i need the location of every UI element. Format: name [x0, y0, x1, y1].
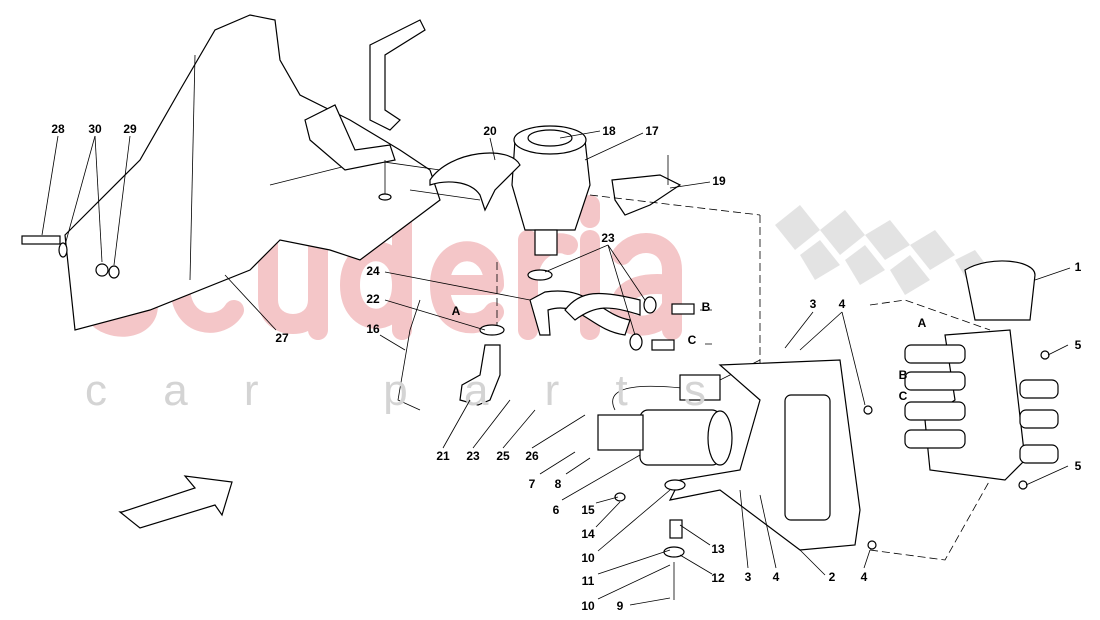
- callout: 13: [711, 542, 725, 556]
- relay-connector: [679, 374, 721, 401]
- flow-letter-b: B: [702, 300, 711, 314]
- callout: 14: [581, 527, 595, 541]
- callout: 26: [525, 449, 539, 463]
- pump-motor: [597, 359, 761, 466]
- callout: 18: [602, 124, 616, 138]
- callout: 29: [123, 122, 137, 136]
- leader-lines: [41, 130, 1071, 606]
- flow-letter-c-right: C: [899, 389, 908, 403]
- heat-shield-panel: [64, 14, 441, 331]
- flow-letter-b-right: B: [899, 368, 908, 382]
- fluid-reservoir: [511, 125, 591, 256]
- callout: 30: [88, 122, 102, 136]
- callout-labels: 28 30 29 20 18 17 19 1 23 24 22 16 3 4 5…: [51, 122, 1081, 613]
- callout: 12: [711, 571, 725, 585]
- callout: 10: [581, 599, 595, 613]
- callout: 11: [582, 574, 595, 588]
- callout: 8: [555, 477, 562, 491]
- callout: 6: [553, 503, 560, 517]
- reservoir-clamp: [429, 152, 521, 212]
- callout: 10: [581, 551, 595, 565]
- callout: 23: [466, 449, 480, 463]
- callout: 3: [745, 570, 752, 584]
- callout: 4: [861, 570, 868, 584]
- callout: 4: [839, 297, 846, 311]
- callout: 16: [366, 322, 380, 336]
- callout: 3: [810, 297, 817, 311]
- valve-block: [904, 260, 1059, 481]
- watermark-sub: c a r p a r t s: [85, 366, 728, 415]
- reservoir-bracket: [611, 174, 682, 216]
- callout: 9: [617, 599, 624, 613]
- direction-arrow: [118, 475, 233, 529]
- flow-letter-c: C: [688, 333, 697, 347]
- callout: 21: [436, 449, 450, 463]
- callout: 22: [366, 292, 380, 306]
- callout: 19: [712, 174, 726, 188]
- callout: 5: [1075, 459, 1082, 473]
- callout: 24: [366, 264, 380, 278]
- callout: 2: [829, 570, 836, 584]
- callout: 7: [529, 477, 536, 491]
- flow-markers: A B C A B C: [452, 300, 927, 403]
- pipe-16: [397, 299, 421, 411]
- callout: 28: [51, 122, 65, 136]
- callout: 5: [1075, 338, 1082, 352]
- callout: 20: [483, 124, 497, 138]
- callout: 25: [496, 449, 510, 463]
- callout: 15: [581, 503, 595, 517]
- checkered-flag-watermark: [775, 205, 990, 295]
- callout: 23: [601, 231, 615, 245]
- callout: 27: [275, 331, 289, 345]
- callout: 1: [1075, 260, 1082, 274]
- mount-bracket: [369, 19, 426, 131]
- hose-21: [459, 344, 501, 406]
- flow-letter-a-right: A: [918, 316, 927, 330]
- callout: 17: [645, 124, 659, 138]
- flow-letter-a: A: [452, 304, 461, 318]
- callout: 4: [773, 570, 780, 584]
